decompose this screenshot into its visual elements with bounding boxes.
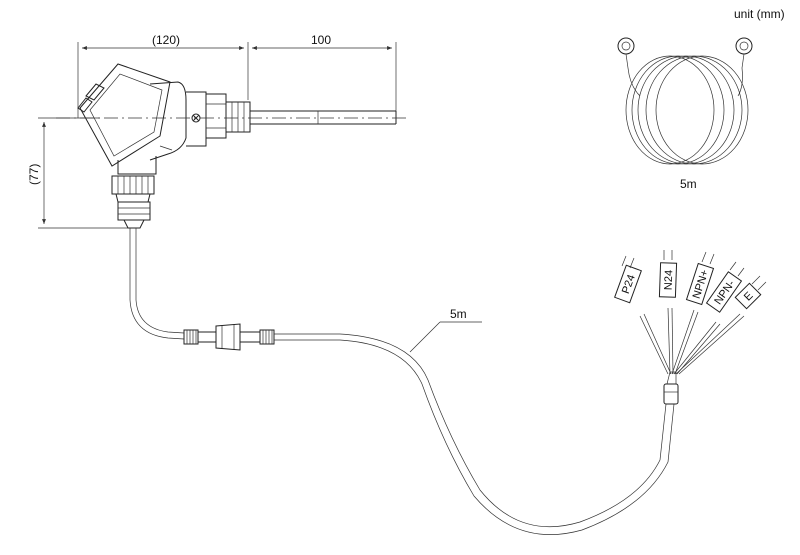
- coil-length-label: 5m: [680, 177, 697, 191]
- cable-5m: [274, 333, 675, 535]
- wire-tip-npn-plus: [701, 251, 715, 265]
- wire-tip-p24: [621, 255, 635, 269]
- probe-rod: [250, 110, 397, 125]
- cable-gland: [111, 175, 155, 229]
- wire-tag-n24: N24: [658, 262, 678, 298]
- wire-tag-npn-minus: NPN-: [705, 271, 743, 313]
- dimension-head-width-label: (120): [152, 33, 180, 47]
- unit-label: unit (mm): [734, 7, 785, 21]
- coiled-cable: 5m: [617, 37, 753, 191]
- breakout-sleeve: [663, 371, 679, 405]
- wire-tip-e: [751, 275, 767, 291]
- wire-tag-p24: P24: [614, 264, 642, 304]
- cable-length-callout: 5m: [409, 307, 482, 353]
- wire-bundle: [639, 307, 745, 375]
- dimension-probe-length: 100: [251, 33, 397, 122]
- wire-tip-n24: [663, 250, 673, 260]
- wire-tag-n24-label: N24: [663, 270, 676, 291]
- dimension-probe-length-label: 100: [311, 33, 331, 47]
- dimension-head-height-label: (77): [27, 164, 41, 185]
- terminal-head: [77, 63, 251, 175]
- dimension-head-width: (120): [77, 33, 249, 118]
- dimension-head-height: (77): [27, 117, 132, 229]
- inline-connector: [183, 323, 275, 351]
- cable-length-label: 5m: [450, 307, 467, 321]
- wire-tip-npn-minus: [729, 261, 745, 277]
- wire-tag-e: E: [734, 282, 762, 310]
- cable-to-connector: [129, 228, 185, 340]
